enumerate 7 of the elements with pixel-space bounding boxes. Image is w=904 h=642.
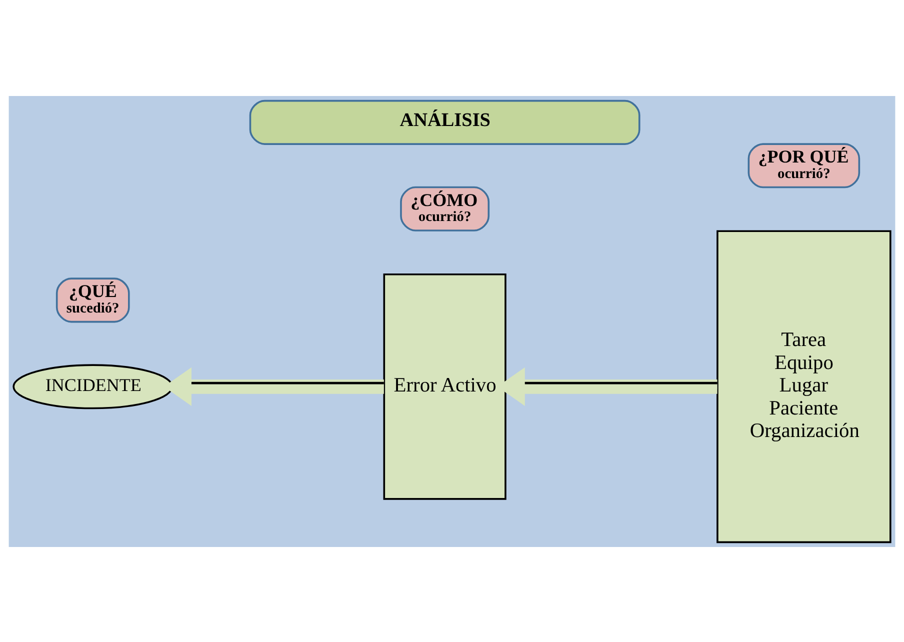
node-ellipse: INCIDENTE	[12, 364, 174, 409]
node-box: ¿CÓMO ocurrió?	[400, 186, 490, 231]
node-box: Error Activo	[383, 272, 506, 500]
node-box: ¿POR QUÉ ocurrió?	[748, 142, 860, 188]
node-box: ANÁLISIS	[249, 99, 640, 144]
node-box: ¿QUÉ sucedió?	[56, 277, 130, 322]
node-box: Tarea Equipo Lugar Paciente Organización	[716, 230, 892, 543]
